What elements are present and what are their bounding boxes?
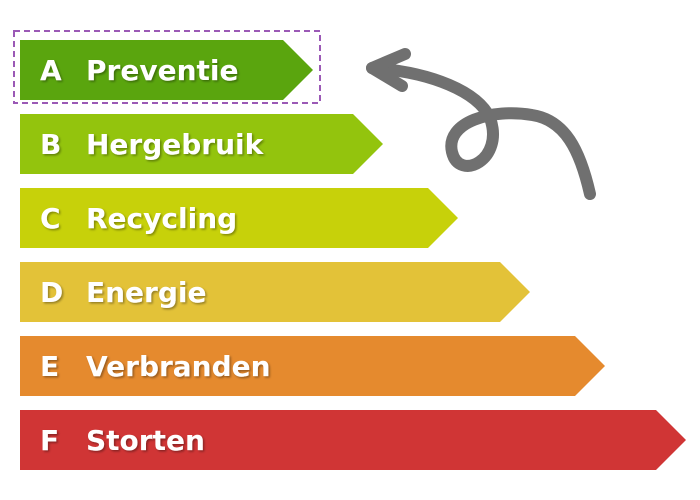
step-bar-e: [20, 336, 605, 396]
curved-arrow-icon: [366, 48, 596, 200]
step-letter-a: A: [40, 54, 62, 87]
curved-arrow-line: [366, 62, 596, 200]
curved-arrow-head: [366, 48, 411, 92]
step-bar-b: [20, 114, 383, 174]
step-letter-d: D: [40, 276, 63, 309]
step-label-d: Energie: [86, 276, 207, 309]
step-label-f: Storten: [86, 424, 205, 457]
step-label-e: Verbranden: [86, 350, 271, 383]
step-letter-e: E: [40, 350, 59, 383]
step-bar-d: [20, 262, 530, 322]
ladder-step-c: C Recycling: [20, 188, 458, 248]
ladder-step-b: B Hergebruik: [20, 114, 383, 174]
step-letter-b: B: [40, 128, 61, 161]
step-bar-c: [20, 188, 458, 248]
step-letter-f: F: [40, 424, 59, 457]
step-label-c: Recycling: [86, 202, 237, 235]
step-label-b: Hergebruik: [86, 128, 265, 161]
ladder-step-e: E Verbranden: [20, 336, 605, 396]
step-letter-c: C: [40, 202, 61, 235]
ladder-step-d: D Energie: [20, 262, 530, 322]
step-label-a: Preventie: [86, 54, 238, 87]
step-bar-f: [20, 410, 686, 470]
ladder-step-a: A Preventie: [20, 40, 313, 100]
highlight-box: [13, 30, 321, 104]
step-bar-a: [20, 40, 313, 100]
ladder-step-f: F Storten: [20, 410, 686, 470]
